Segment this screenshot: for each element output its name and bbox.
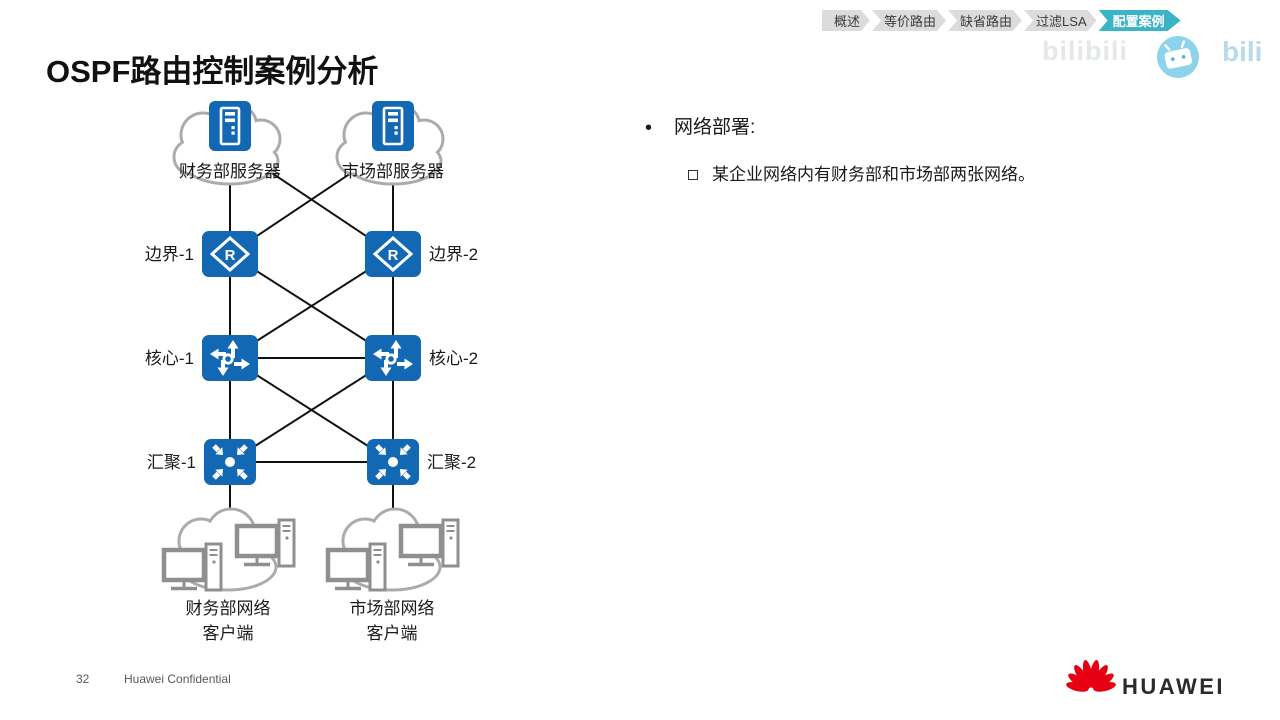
huawei-logo: HUAWEI (1066, 660, 1225, 699)
label-core-1: 核心-1 (145, 349, 194, 368)
label-marketing-clients-1: 市场部网络 (350, 599, 435, 618)
agg-switch-icon-1 (204, 439, 256, 485)
tab-overview[interactable]: 概述 (822, 10, 870, 31)
square-bullet-icon (688, 170, 698, 180)
label-finance-server: 财务部服务器 (179, 162, 281, 181)
bilibili-tv-icon (1157, 36, 1199, 78)
huawei-flower-icon (1066, 660, 1116, 692)
breadcrumb: 概述 等价路由 缺省路由 过滤LSA 配置案例 (820, 10, 1181, 31)
tab-config-case[interactable]: 配置案例 (1099, 10, 1181, 31)
huawei-wordmark: HUAWEI (1122, 674, 1225, 699)
topology-labels: 财务部服务器 市场部服务器 边界-1 边界-2 核心-1 核心-2 汇聚-1 汇… (145, 162, 478, 643)
core-switch-icon-1 (202, 335, 258, 381)
label-finance-clients-2: 客户端 (203, 624, 254, 643)
subbullet-description: 某企业网络内有财务部和市场部两张网络。 (688, 163, 1035, 187)
page-number: 32 (76, 672, 90, 686)
label-agg-2: 汇聚-2 (427, 453, 476, 472)
label-marketing-server: 市场部服务器 (342, 162, 444, 181)
topology-diagram: 财务部服务器 市场部服务器 边界-1 边界-2 核心-1 核心-2 汇聚-1 汇… (145, 101, 478, 643)
label-marketing-clients-2: 客户端 (367, 624, 418, 643)
tab-filter-lsa[interactable]: 过滤LSA (1024, 10, 1097, 31)
bullet-dot-icon: • (645, 117, 653, 139)
label-border-1: 边界-1 (145, 245, 194, 264)
label-core-2: 核心-2 (429, 349, 478, 368)
server-icon-finance (209, 101, 251, 151)
bilibili-text: bili (1222, 36, 1263, 67)
subbullet-text: 某企业网络内有财务部和市场部两张网络。 (712, 165, 1035, 184)
server-icon-marketing (372, 101, 414, 151)
bullet-text: 网络部署: (674, 117, 756, 138)
agg-switch-icon-2 (367, 439, 419, 485)
confidential-label: Huawei Confidential (124, 672, 231, 686)
router-letter-1: R (225, 247, 236, 264)
bilibili-ghost-text: bilibili (1042, 36, 1128, 66)
tab-equal-cost-route[interactable]: 等价路由 (872, 10, 946, 31)
label-agg-1: 汇聚-1 (147, 453, 196, 472)
bullet-network-deployment: • 网络部署: (645, 115, 755, 141)
page-title: OSPF路由控制案例分析 (46, 54, 379, 89)
router-letter-2: R (388, 247, 399, 264)
label-finance-clients-1: 财务部网络 (186, 599, 271, 618)
label-border-2: 边界-2 (429, 245, 478, 264)
tab-default-route[interactable]: 缺省路由 (948, 10, 1022, 31)
core-switch-icon-2 (365, 335, 421, 381)
